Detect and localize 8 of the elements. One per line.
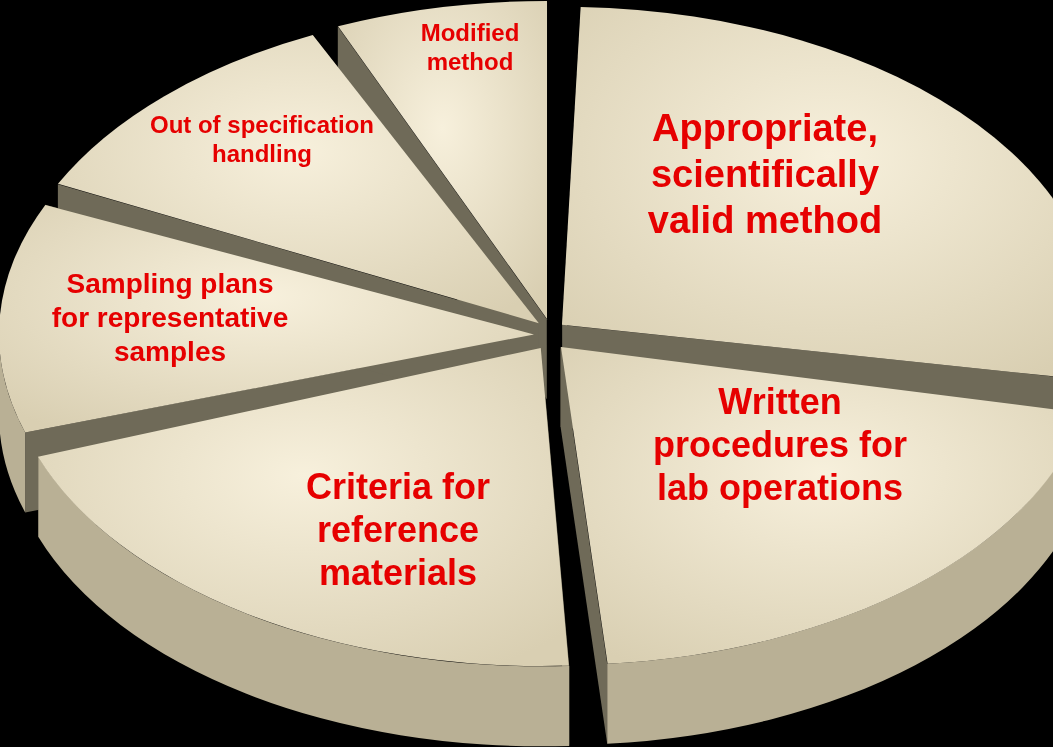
- slice-label: Written procedures for lab operations: [651, 380, 908, 510]
- slice-label: Criteria for reference materials: [304, 465, 491, 595]
- pie-slice: [560, 346, 1053, 664]
- slice-label: Appropriate, scientifically valid method: [646, 106, 884, 243]
- slice-label: Out of specification handling: [148, 111, 375, 169]
- slice-label: Sampling plans for representative samples: [50, 267, 290, 369]
- pie-slice: [0, 204, 535, 433]
- slice-label: Modified method: [419, 19, 521, 77]
